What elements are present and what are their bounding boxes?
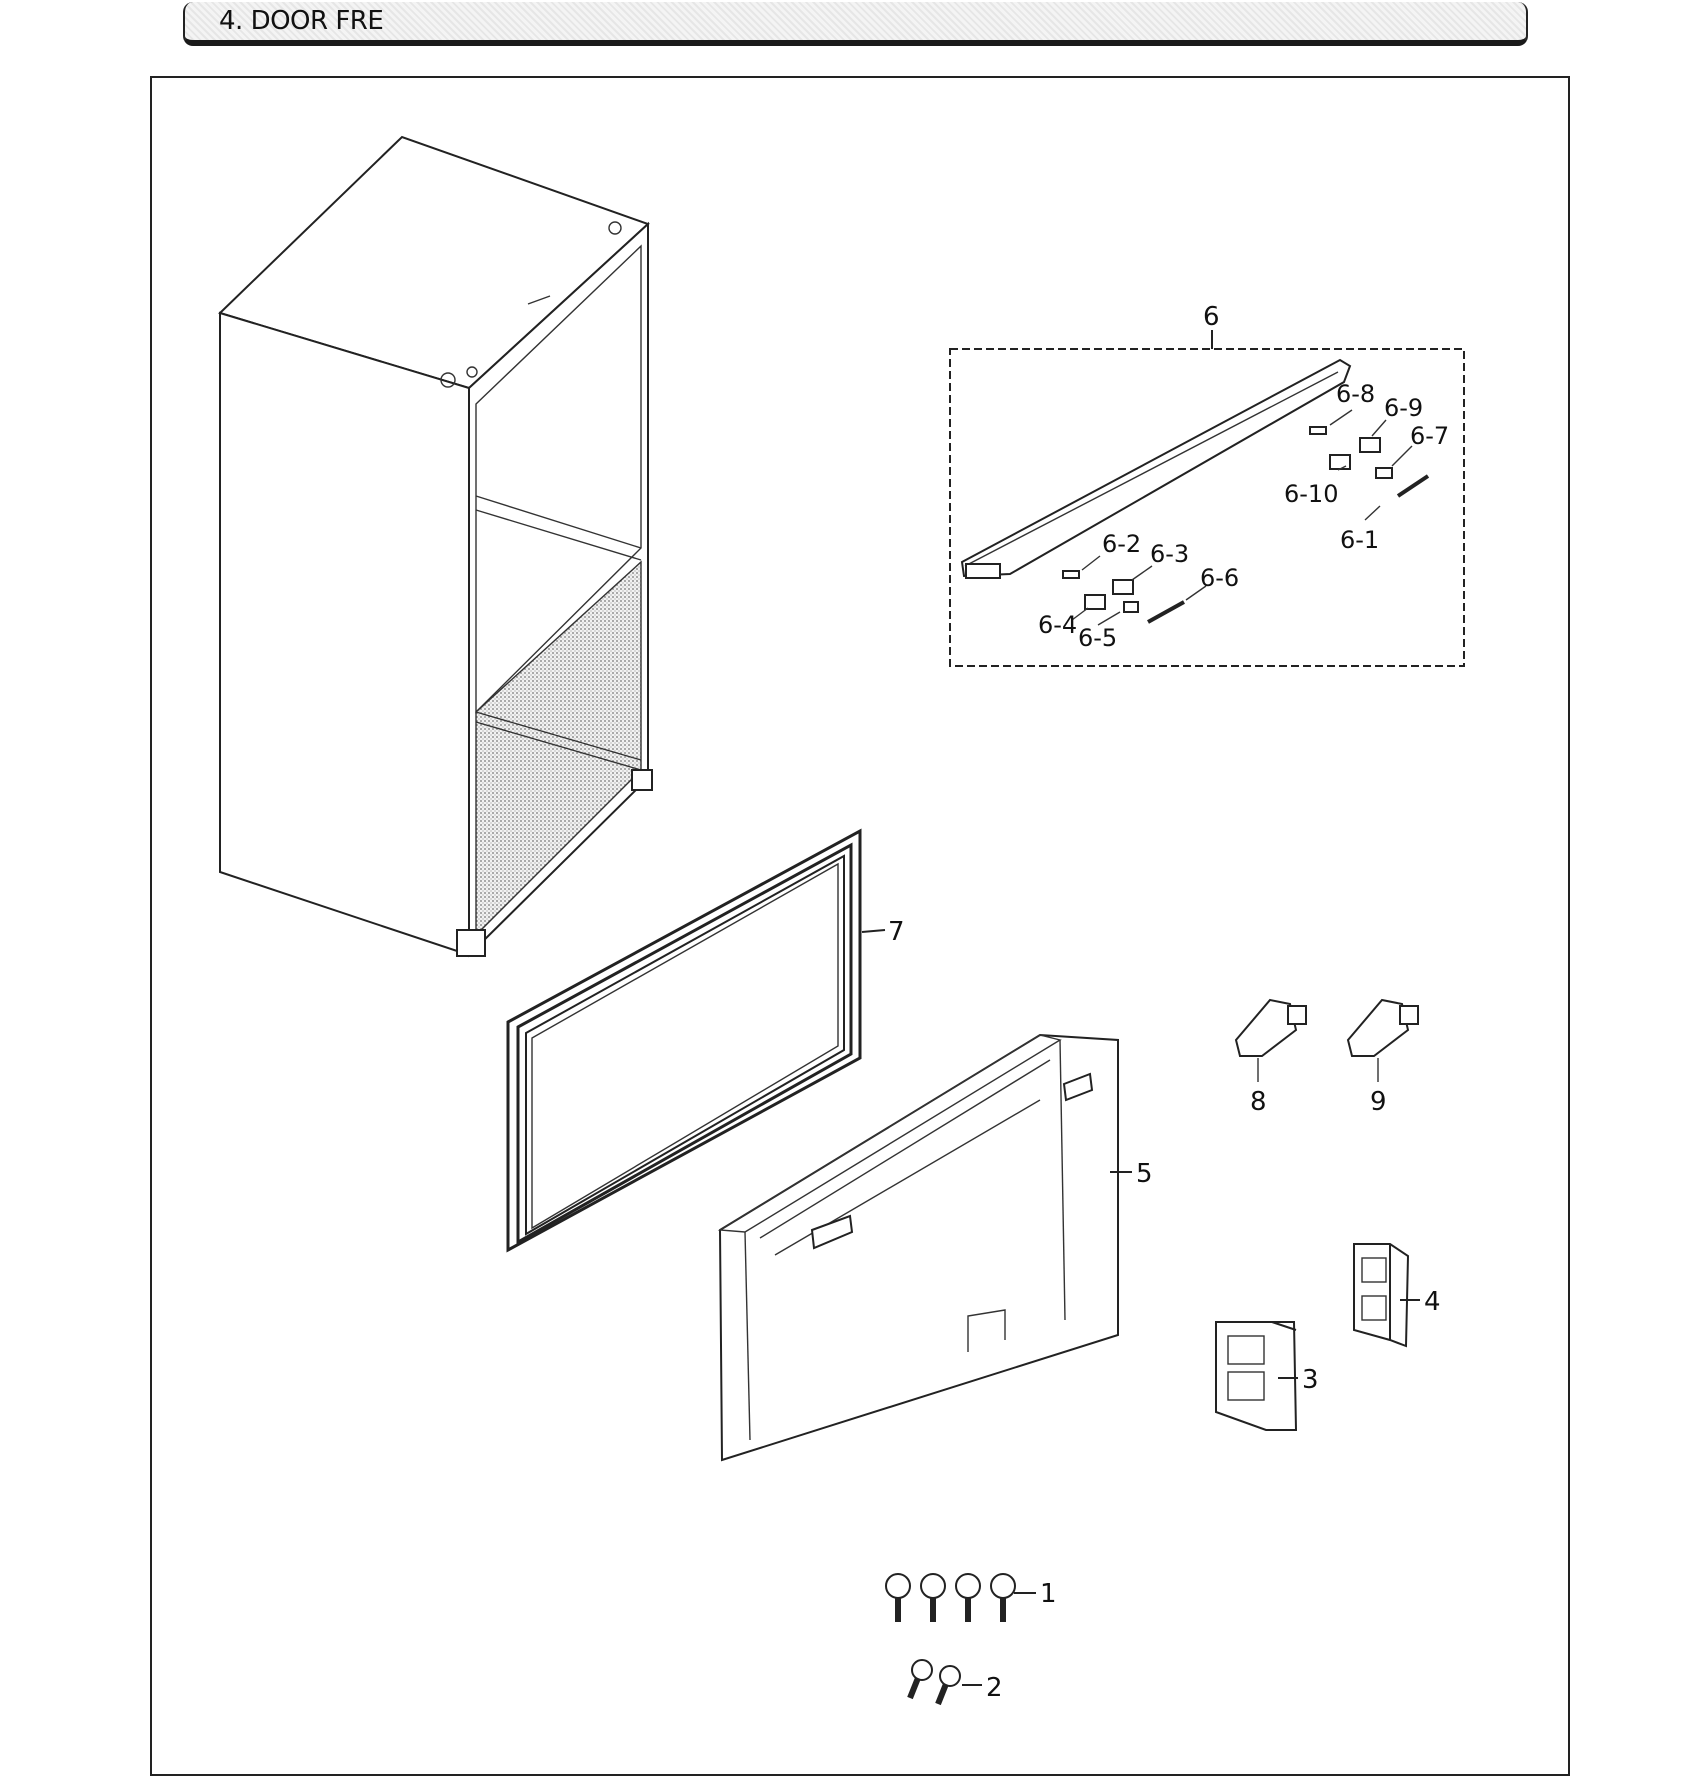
screw-icon [955, 1573, 981, 1622]
part-4-bracket [1353, 1243, 1410, 1348]
part-3-bracket [1215, 1321, 1298, 1431]
callout-part-7: 7 [888, 917, 905, 947]
callout-part-5: 5 [1136, 1159, 1153, 1189]
callout-part-6-1: 6-1 [1340, 526, 1379, 554]
callout-part-6-2: 6-2 [1102, 530, 1141, 558]
callout-part-6-7: 6-7 [1410, 422, 1449, 450]
callout-part-6-6: 6-6 [1200, 564, 1239, 592]
callout-part-8: 8 [1250, 1087, 1267, 1117]
callout-part-6: 6 [1203, 302, 1220, 332]
part-8-hinge [1234, 998, 1307, 1082]
callout-part-6-10: 6-10 [1284, 480, 1338, 508]
callout-part-4: 4 [1424, 1287, 1441, 1317]
part-6-leaders [1071, 409, 1413, 626]
screw-icon [990, 1573, 1016, 1622]
callout-part-6-4: 6-4 [1038, 611, 1077, 639]
part-1-screws [885, 1573, 1016, 1622]
section-title: 4. DOOR FRE [219, 6, 384, 36]
part-2-screws [907, 1659, 961, 1706]
callout-part-6-5: 6-5 [1078, 624, 1117, 652]
callout-part-3: 3 [1302, 1365, 1319, 1395]
callout-part-9: 9 [1370, 1087, 1387, 1117]
screw-icon [935, 1665, 961, 1706]
screw-icon [920, 1573, 946, 1622]
callout-part-1: 1 [1040, 1579, 1057, 1609]
part-9-hinge [1346, 998, 1419, 1082]
part-6-handle-cover [960, 358, 1352, 579]
part-5-door [717, 1033, 1119, 1462]
callout-part-6-8: 6-8 [1336, 380, 1375, 408]
screw-icon [885, 1573, 911, 1622]
screw-icon [907, 1659, 933, 1700]
part-7-gasket [506, 828, 862, 1253]
leader-part-7 [861, 929, 886, 933]
refrigerator-cabinet [218, 135, 653, 958]
callout-part-6-9: 6-9 [1384, 394, 1423, 422]
exploded-parts-diagram: 1 2 3 4 5 6 7 8 9 6-1 6-2 6-3 6-4 6-5 6-… [218, 135, 1465, 1706]
part-6-kit-box [949, 348, 1465, 667]
section-header: 4. DOOR FRE [183, 2, 1528, 46]
callout-part-2: 2 [986, 1673, 1003, 1703]
callout-part-6-3: 6-3 [1150, 540, 1189, 568]
part-6-small-parts [1062, 426, 1430, 624]
